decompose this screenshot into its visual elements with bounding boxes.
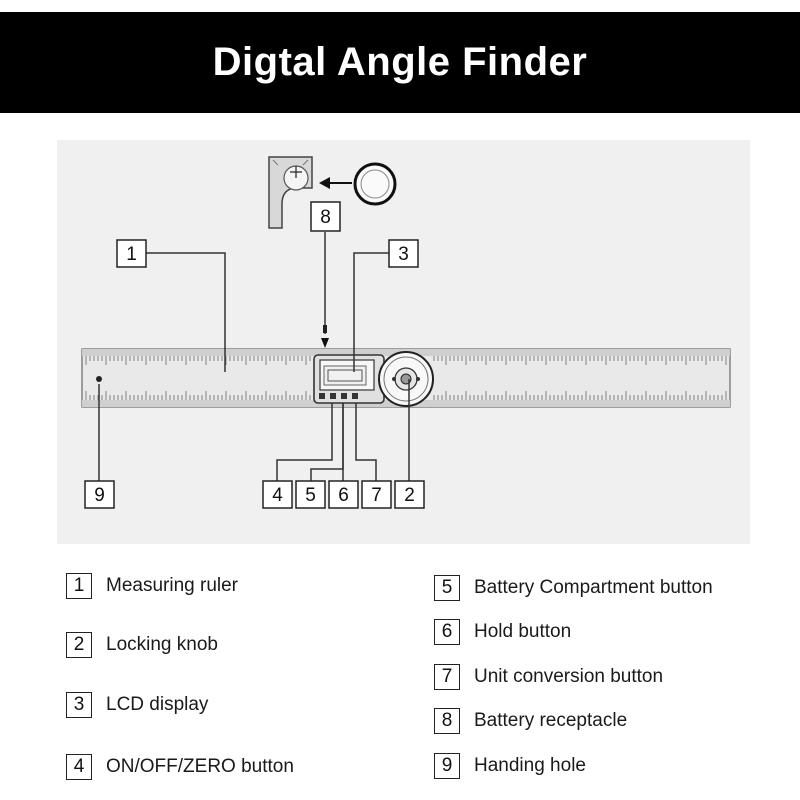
leader-lines: [98, 232, 410, 481]
svg-text:5: 5: [305, 485, 316, 506]
svg-text:3: 3: [398, 244, 409, 265]
hanging-hole-illustration: [96, 376, 102, 382]
svg-text:9: 9: [94, 485, 105, 506]
callout-5: 5: [295, 480, 326, 509]
title-banner: Digtal Angle Finder: [0, 12, 800, 113]
locking-knob-illustration: [378, 351, 434, 407]
svg-text:1: 1: [126, 244, 137, 265]
battery-receptacle-illustration: [268, 156, 313, 229]
diagram-panel: [57, 140, 750, 544]
callout-7: 7: [361, 480, 392, 509]
battery-coin-illustration: [353, 162, 397, 206]
lcd-housing-illustration: [313, 354, 385, 404]
svg-text:7: 7: [371, 485, 382, 506]
svg-text:2: 2: [404, 485, 415, 506]
callout-6: 6: [328, 480, 359, 509]
arrow-icon: [321, 338, 329, 348]
svg-text:4: 4: [272, 485, 283, 506]
callout-4: 4: [262, 480, 293, 509]
callout-3: 3: [388, 239, 419, 268]
callout-9: 9: [84, 480, 115, 509]
battery-pin-icon: [323, 325, 327, 333]
svg-text:8: 8: [320, 207, 331, 228]
arrow-icon: [319, 177, 352, 189]
page-title: Digtal Angle Finder: [212, 40, 588, 84]
callout-8: 8: [310, 201, 341, 232]
svg-text:6: 6: [338, 485, 349, 506]
callout-1: 1: [116, 239, 147, 268]
callout-2: 2: [394, 480, 425, 509]
